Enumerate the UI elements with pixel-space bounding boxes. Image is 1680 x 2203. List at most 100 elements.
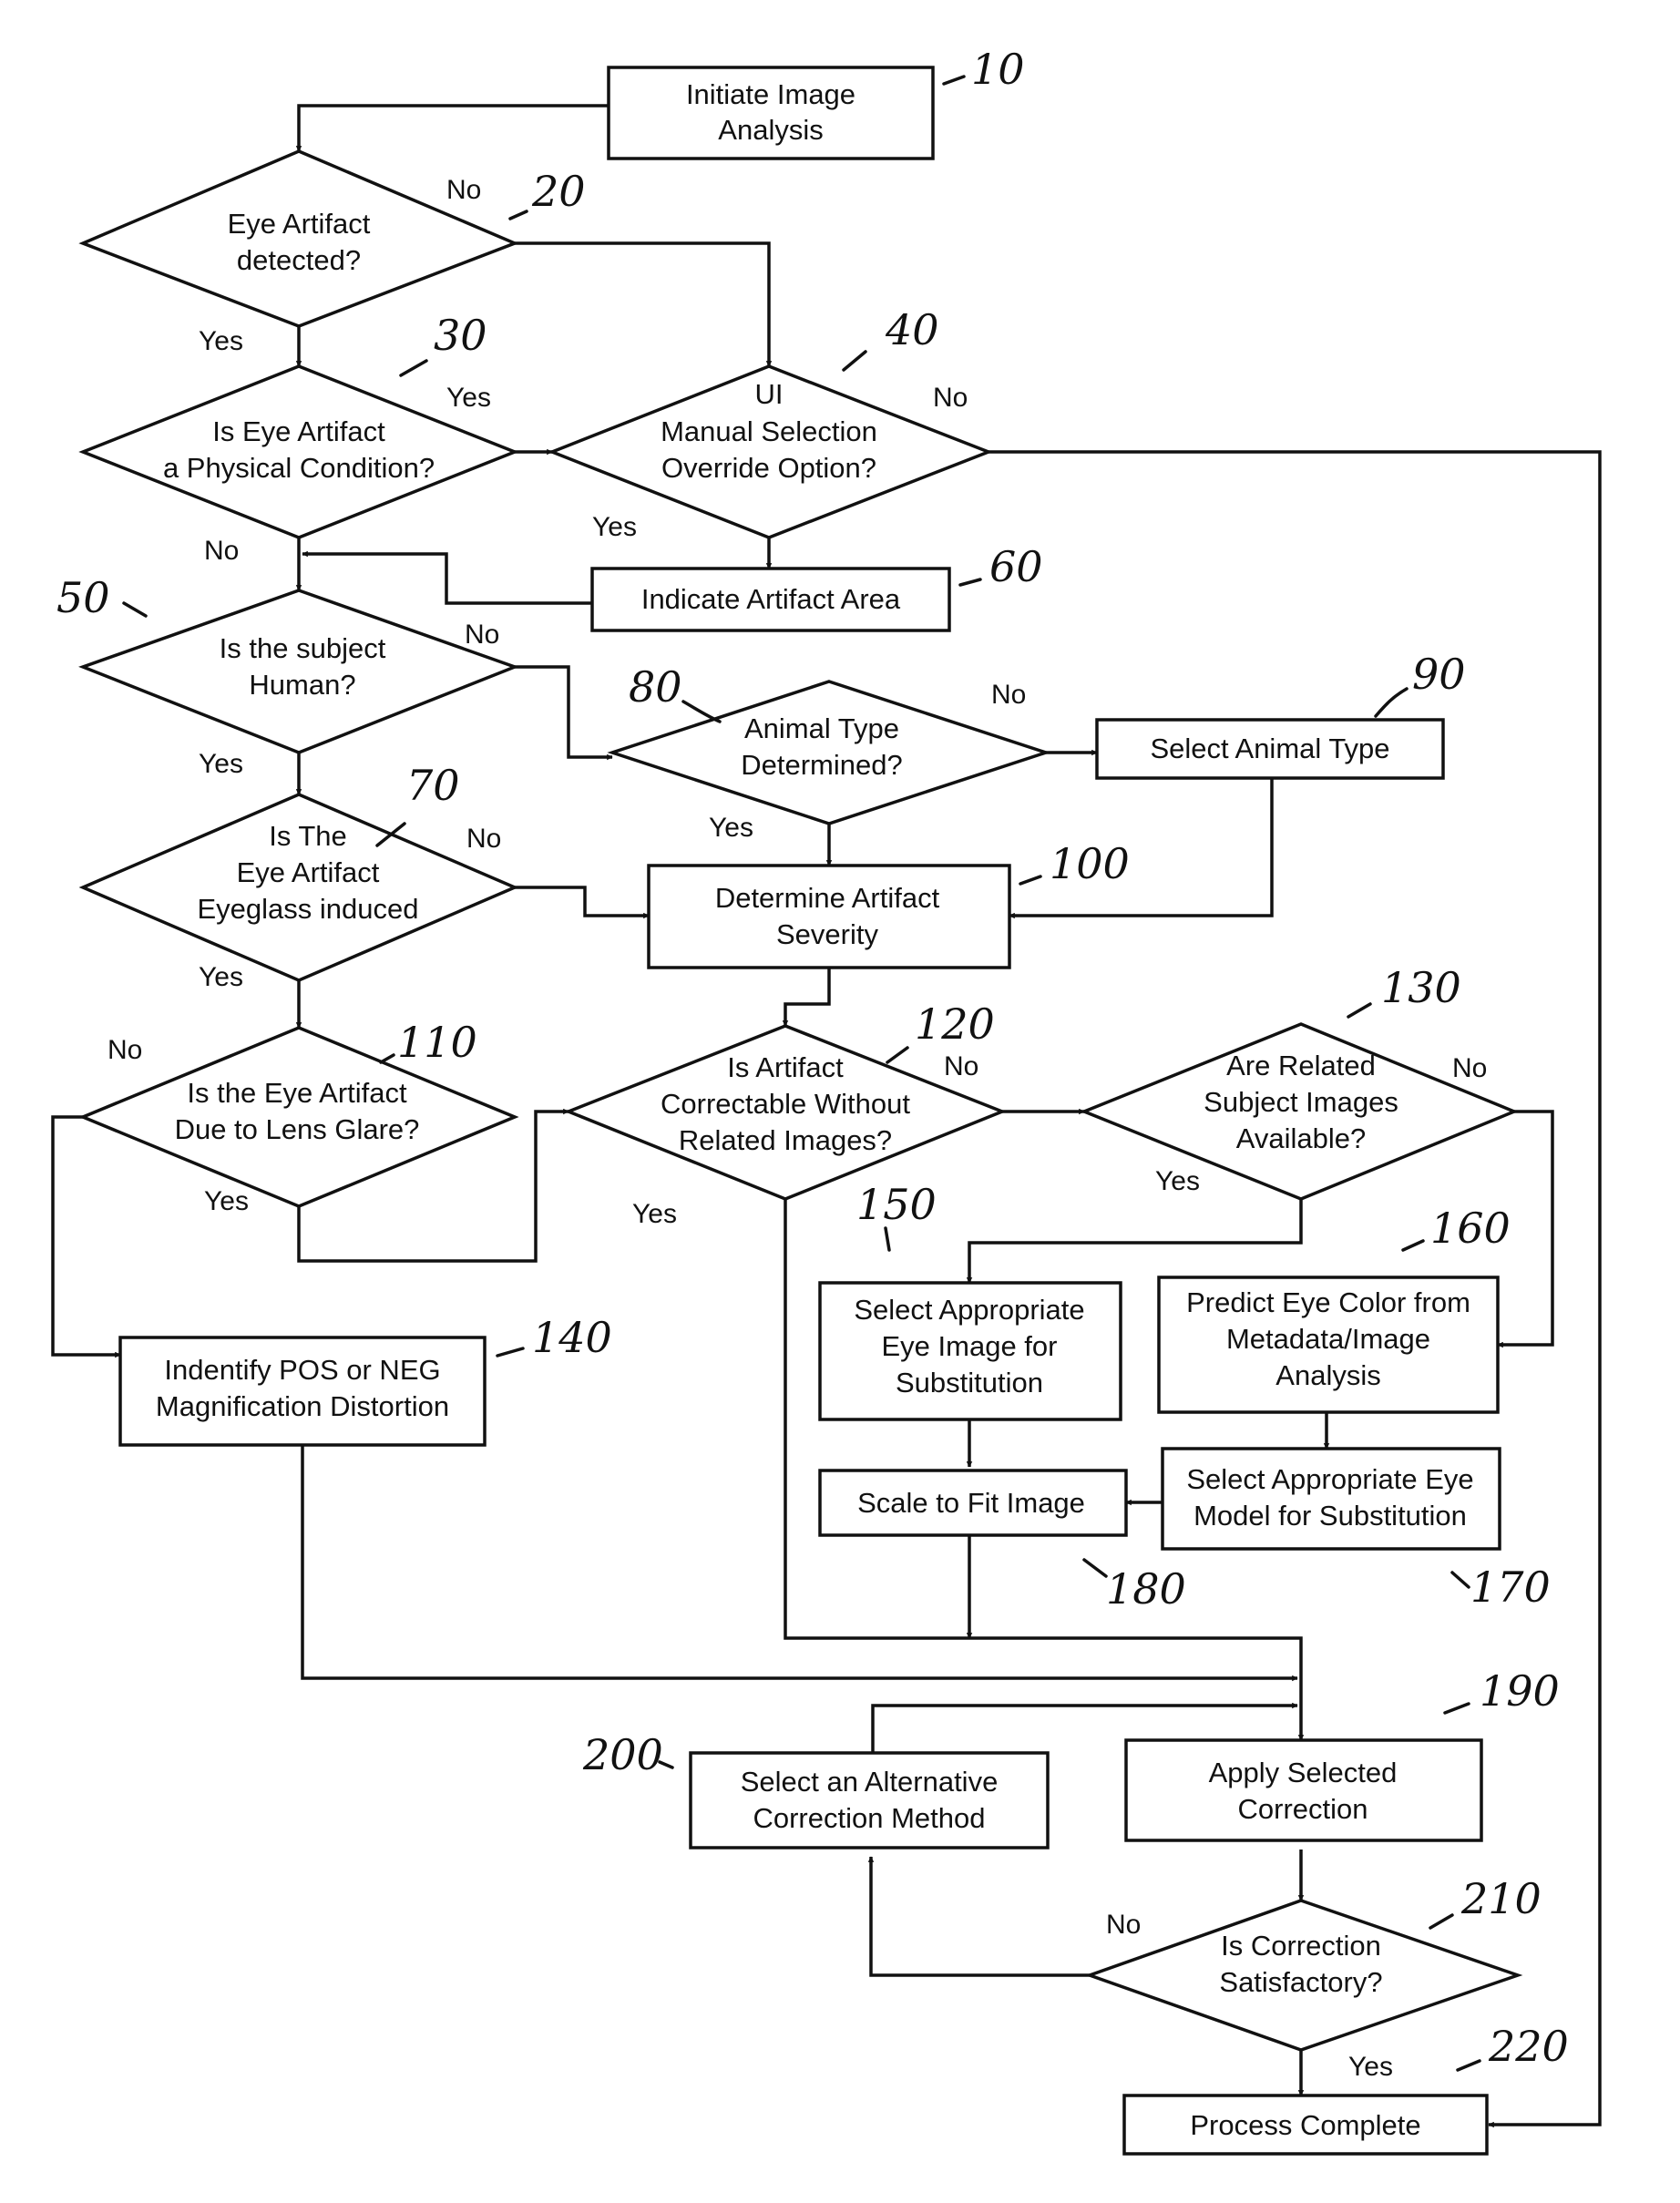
node-90-label: Select Animal Type (1150, 733, 1389, 764)
ref-tick-210 (1430, 1915, 1452, 1928)
ref-tick-100 (1020, 876, 1040, 884)
node-150-line: Eye Image for (882, 1330, 1058, 1362)
ref-tick-160 (1403, 1241, 1423, 1250)
node-40-line: Override Option? (661, 452, 876, 484)
ref-tick-170 (1452, 1573, 1469, 1587)
edge-label-130-no: No (1452, 1053, 1487, 1083)
edge-label-130-yes: Yes (1155, 1166, 1200, 1196)
ref-tick-90 (1376, 689, 1407, 716)
node-50-line: Human? (249, 669, 355, 701)
node-20-line: Eye Artifact (228, 208, 371, 240)
node-200-line: Select an Alternative (741, 1766, 999, 1798)
edge-label-50-yes: Yes (199, 749, 243, 779)
node-120-line: Correctable Without (661, 1088, 910, 1120)
ref-numeral-20: 20 (531, 167, 586, 216)
node-100-line: Determine Artifact (715, 882, 940, 914)
node-130-line: Are Related (1226, 1050, 1376, 1081)
node-10-line: Initiate Image (686, 78, 855, 110)
node-30-line: Is Eye Artifact (212, 415, 385, 447)
edge-label-70-no: No (466, 824, 501, 854)
node-210-line: Is Correction (1221, 1930, 1381, 1962)
node-40-line: UI (755, 378, 784, 410)
node-20-line: detected? (237, 244, 361, 276)
edge-label-30-yes: Yes (446, 383, 491, 413)
node-220-line: Process Complete (1190, 2109, 1420, 2141)
node-120-line: Is Artifact (727, 1051, 844, 1083)
node-130-line: Available? (1236, 1122, 1366, 1154)
connector-140-190 (302, 1445, 1297, 1678)
edge-label-50-no: No (465, 620, 499, 650)
node-30-line: a Physical Condition? (163, 452, 435, 484)
connector-10-20 (299, 106, 609, 151)
node-140-line: Indentify POS or NEG (164, 1354, 440, 1386)
edge-label-210-yes: Yes (1348, 2052, 1393, 2082)
ref-tick-180 (1084, 1560, 1106, 1576)
node-80-line: Animal Type (744, 712, 899, 744)
ref-numeral-60: 60 (989, 542, 1043, 591)
node-60-line: Indicate Artifact Area (641, 583, 901, 615)
ref-tick-140 (497, 1348, 523, 1356)
node-70-line: Eye Artifact (237, 856, 380, 888)
edge-label-210-no: No (1106, 1910, 1141, 1940)
edge-label-20-no: No (446, 175, 481, 205)
edge-label-80-no: No (991, 680, 1026, 710)
ref-tick-10 (944, 77, 964, 84)
node-80-line: Determined? (741, 749, 902, 781)
ref-tick-110 (381, 1055, 394, 1062)
edge-label-30-no: No (204, 536, 239, 566)
connector-50-80 (515, 667, 612, 757)
ref-numeral-220: 220 (1488, 2022, 1569, 2071)
ref-numeral-80: 80 (629, 662, 682, 712)
node-190-line: Correction (1238, 1793, 1368, 1825)
ref-numeral-120: 120 (915, 999, 995, 1049)
ref-tick-120 (887, 1048, 907, 1062)
node-160-line: Analysis (1275, 1359, 1380, 1391)
node-220-label: Process Complete (1190, 2109, 1420, 2141)
ref-tick-130 (1348, 1004, 1370, 1017)
node-70-line: Eyeglass induced (198, 893, 419, 925)
node-210-line: Satisfactory? (1219, 1966, 1382, 1998)
ref-tick-30 (401, 361, 426, 375)
ref-tick-50 (124, 603, 146, 616)
edge-label-20-yes: Yes (199, 326, 243, 356)
node-140-line: Magnification Distortion (156, 1390, 449, 1422)
node-110-line: Due to Lens Glare? (175, 1113, 420, 1145)
ref-numeral-190: 190 (1480, 1666, 1560, 1716)
node-90-line: Select Animal Type (1150, 733, 1389, 764)
ref-tick-150 (886, 1228, 889, 1250)
ref-tick-220 (1458, 2061, 1480, 2070)
ref-numeral-10: 10 (971, 45, 1025, 94)
ref-numeral-180: 180 (1106, 1564, 1186, 1614)
node-100-box (649, 866, 1009, 968)
node-190-line: Apply Selected (1209, 1757, 1398, 1788)
node-150-line: Select Appropriate (854, 1294, 1084, 1326)
node-130-line: Subject Images (1204, 1086, 1398, 1118)
connector-70-100 (515, 887, 649, 916)
edge-label-120-yes: Yes (632, 1199, 677, 1229)
ref-numeral-160: 160 (1430, 1204, 1511, 1253)
ref-tick-40 (844, 352, 866, 370)
connector-60-50 (302, 554, 592, 603)
node-10-line: Analysis (718, 114, 823, 146)
ref-tick-60 (960, 579, 980, 585)
node-120-line: Related Images? (679, 1124, 892, 1156)
connector-130-150 (969, 1199, 1301, 1283)
ref-numeral-210: 210 (1460, 1874, 1542, 1923)
node-190-box (1126, 1740, 1481, 1840)
node-150-line: Substitution (896, 1367, 1043, 1399)
node-170-line: Select Appropriate Eye (1186, 1463, 1473, 1495)
node-180-line: Scale to Fit Image (857, 1487, 1085, 1519)
ref-numeral-150: 150 (856, 1180, 937, 1229)
edge-label-80-yes: Yes (709, 813, 753, 843)
ref-tick-20 (510, 211, 527, 219)
connector-100-120 (785, 968, 829, 1026)
node-40-line: Manual Selection (661, 415, 877, 447)
edge-label-110-yes: Yes (204, 1186, 249, 1216)
node-170-line: Model for Substitution (1193, 1500, 1467, 1532)
connector-110-140 (53, 1117, 120, 1355)
node-160-line: Metadata/Image (1226, 1323, 1430, 1355)
edge-label-70-yes: Yes (199, 962, 243, 992)
ref-numeral-70: 70 (406, 761, 460, 810)
node-100-line: Severity (776, 918, 878, 950)
